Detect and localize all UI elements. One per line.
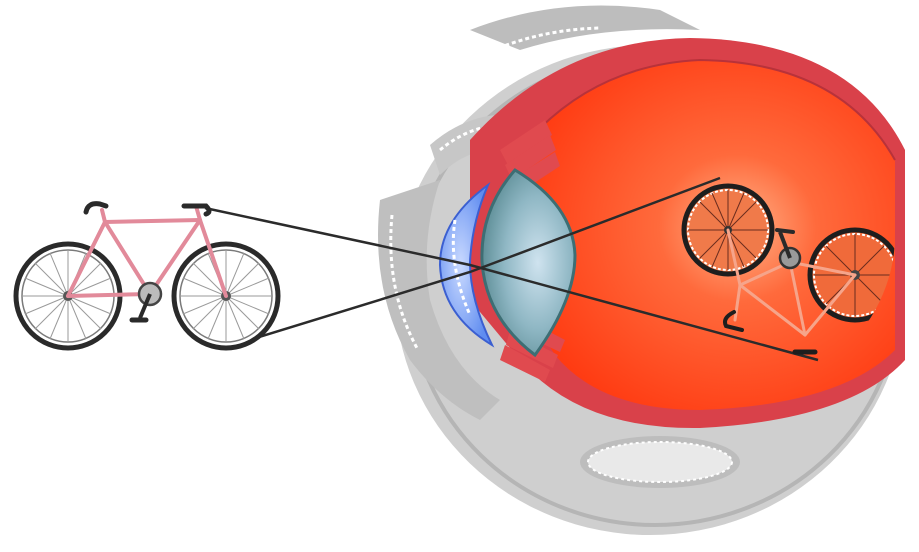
bike-crank: [132, 283, 161, 320]
bicycle-object: [16, 204, 278, 348]
